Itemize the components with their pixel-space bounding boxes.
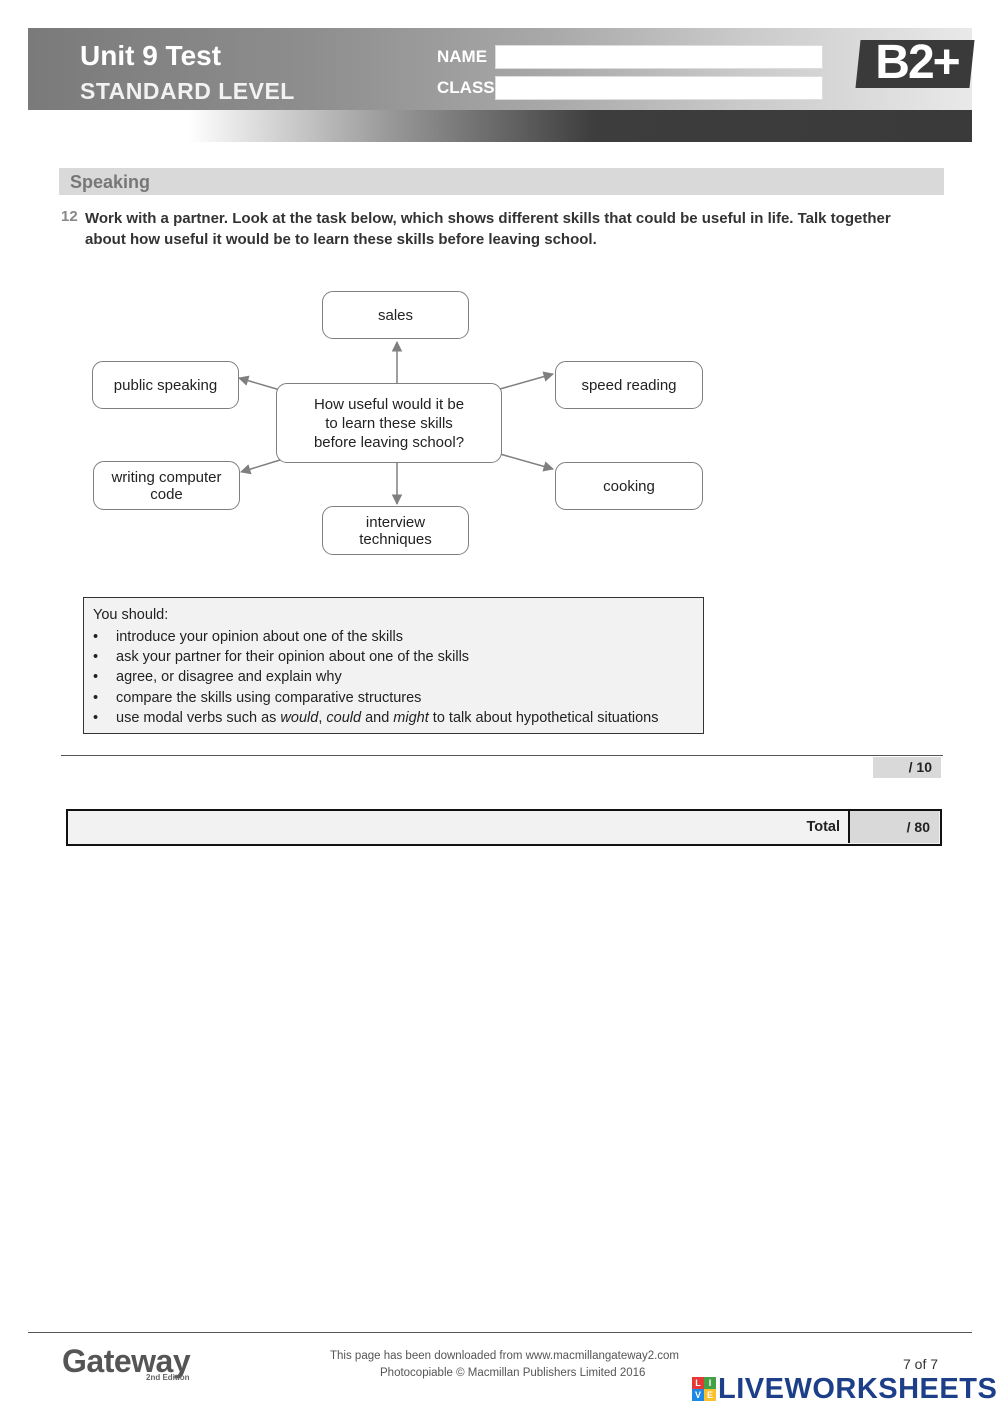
gateway-logo: Gateway xyxy=(62,1343,191,1379)
liveworksheets-mark-icon: L I V E xyxy=(692,1377,716,1401)
list-item: • agree, or disagree and explain why xyxy=(93,667,659,687)
section-score: / 10 xyxy=(873,757,941,778)
total-box: Total / 80 xyxy=(66,809,942,846)
mark-letter: I xyxy=(704,1377,716,1389)
list-item: • ask your partner for their opinion abou… xyxy=(93,647,659,667)
modal-prefix: use modal verbs such as xyxy=(116,709,281,726)
question-text: Work with a partner. Look at the task be… xyxy=(85,210,891,248)
node-cooking: cooking xyxy=(555,462,703,510)
footer-download-note: This page has been downloaded from www.m… xyxy=(330,1350,680,1362)
mark-letter: L xyxy=(692,1377,704,1389)
footer-divider xyxy=(28,1332,972,1333)
node-center-question: How useful would it be to learn these sk… xyxy=(276,383,502,463)
bullet-icon: • xyxy=(93,689,99,706)
bullet-icon: • xyxy=(93,709,99,726)
list-item: • use modal verbs such as would, could an… xyxy=(93,708,659,728)
list-item: • compare the skills using comparative st… xyxy=(93,688,659,708)
question-number: 12 xyxy=(61,208,78,225)
class-field[interactable] xyxy=(495,76,823,100)
instructions-intro: You should: xyxy=(93,607,169,623)
list-item-text: ask your partner for their opinion about… xyxy=(116,649,470,666)
total-score: / 80 xyxy=(850,811,939,843)
arrow-to-cooking xyxy=(499,453,555,472)
name-label: NAME xyxy=(437,47,488,66)
level-badge: B2+ xyxy=(875,36,960,89)
list-item-text: introduce your opinion about one of the … xyxy=(116,629,403,645)
divider xyxy=(61,755,943,756)
list-item-text: agree, or disagree and explain why xyxy=(116,669,342,686)
arrow-to-speed-reading xyxy=(499,371,555,390)
node-interview: interview techniques xyxy=(322,506,469,555)
node-speed-reading: speed reading xyxy=(555,361,703,409)
section-bar xyxy=(59,168,944,195)
modal-word-would: would xyxy=(280,709,319,726)
edition-label: 2nd Edition xyxy=(146,1373,190,1382)
instructions-box: You should: • introduce your opinion abou… xyxy=(83,597,704,734)
node-public-speaking: public speaking xyxy=(92,361,239,409)
list-item-text: use modal verbs such as would, could and… xyxy=(116,710,659,726)
modal-sep: and xyxy=(361,709,394,726)
bullet-icon: • xyxy=(93,629,99,645)
section-title: Speaking xyxy=(70,172,151,192)
modal-word-might: might xyxy=(393,709,429,726)
test-level: STANDARD LEVEL xyxy=(80,78,295,104)
list-item-text: compare the skills using comparative str… xyxy=(116,689,422,706)
list-item: • introduce your opinion about one of the… xyxy=(93,627,659,647)
header-stripe xyxy=(28,110,972,142)
node-writing-code: writing computer code xyxy=(93,461,240,510)
name-field[interactable] xyxy=(495,45,823,69)
liveworksheets-logo[interactable]: LIVEWORKSHEETS xyxy=(718,1373,998,1405)
page-number: 7 of 7 xyxy=(903,1356,939,1372)
mark-letter: V xyxy=(692,1389,704,1401)
class-label: CLASS xyxy=(437,78,495,97)
bullet-icon: • xyxy=(93,669,99,686)
modal-sep: , xyxy=(318,709,327,726)
footer-copyright: Photocopiable © Macmillan Publishers Lim… xyxy=(380,1367,646,1379)
test-title: Unit 9 Test xyxy=(80,40,222,71)
instructions-list: • introduce your opinion about one of the… xyxy=(93,627,659,728)
modal-word-could: could xyxy=(326,709,362,726)
modal-suffix: to talk about hypothetical situations xyxy=(428,709,659,726)
arrow-to-writing-code xyxy=(239,459,281,475)
total-label: Total xyxy=(68,811,850,843)
node-sales: sales xyxy=(322,291,469,339)
arrow-to-public-speaking xyxy=(237,375,281,391)
bullet-icon: • xyxy=(93,649,99,666)
mark-letter: E xyxy=(704,1389,716,1401)
